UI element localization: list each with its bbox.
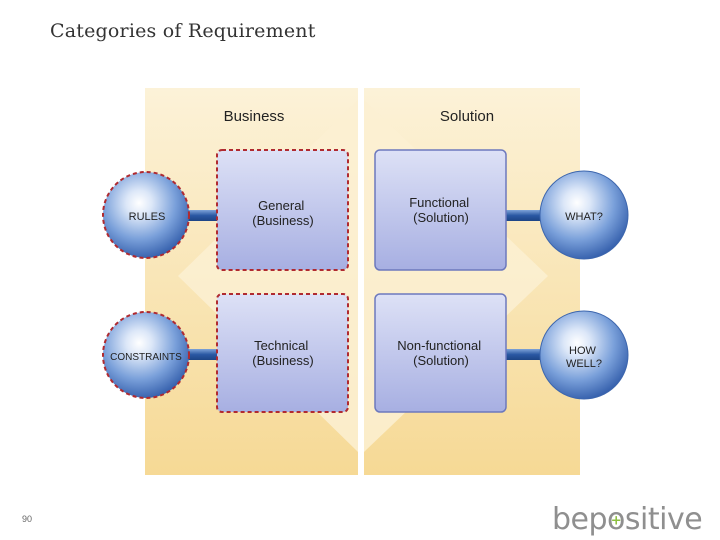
business-column-header: Business bbox=[224, 108, 285, 125]
bepositive-logo: bepo+sitive bbox=[552, 500, 703, 540]
slide-title: Categories of Requirement bbox=[50, 20, 316, 42]
what-label: WHAT? bbox=[565, 211, 603, 223]
functional-solution-box: Functional (Solution) bbox=[374, 149, 507, 271]
general-business-box: General (Business) bbox=[216, 149, 349, 271]
logo-text-end: sitive bbox=[624, 502, 703, 537]
constraints-label: CONSTRAINTS bbox=[110, 352, 182, 363]
what-sphere: WHAT? bbox=[539, 170, 629, 260]
how-well-sphere: HOW WELL? bbox=[539, 310, 629, 400]
page-number: 90 bbox=[22, 514, 33, 524]
how-well-label: HOW WELL? bbox=[566, 345, 602, 370]
constraints-sphere: CONSTRAINTS bbox=[102, 311, 190, 399]
nonfunctional-solution-box: Non-functional (Solution) bbox=[374, 293, 507, 413]
technical-business-label: Technical (Business) bbox=[252, 338, 313, 368]
logo-text-start: bep bbox=[552, 502, 608, 537]
rules-sphere: RULES bbox=[102, 171, 190, 259]
technical-business-box: Technical (Business) bbox=[216, 293, 349, 413]
functional-solution-label: Functional (Solution) bbox=[409, 195, 473, 225]
how-well-connector bbox=[506, 349, 544, 360]
nonfunctional-solution-label: Non-functional (Solution) bbox=[397, 338, 484, 368]
solution-column-header: Solution bbox=[440, 108, 494, 125]
rules-label: RULES bbox=[129, 211, 166, 223]
constraints-connector bbox=[186, 349, 218, 360]
plus-icon: + bbox=[610, 513, 622, 529]
rules-connector bbox=[186, 210, 218, 221]
what-connector bbox=[506, 210, 544, 221]
logo-o-mark: o+ bbox=[607, 502, 625, 537]
general-business-label: General (Business) bbox=[252, 198, 313, 228]
